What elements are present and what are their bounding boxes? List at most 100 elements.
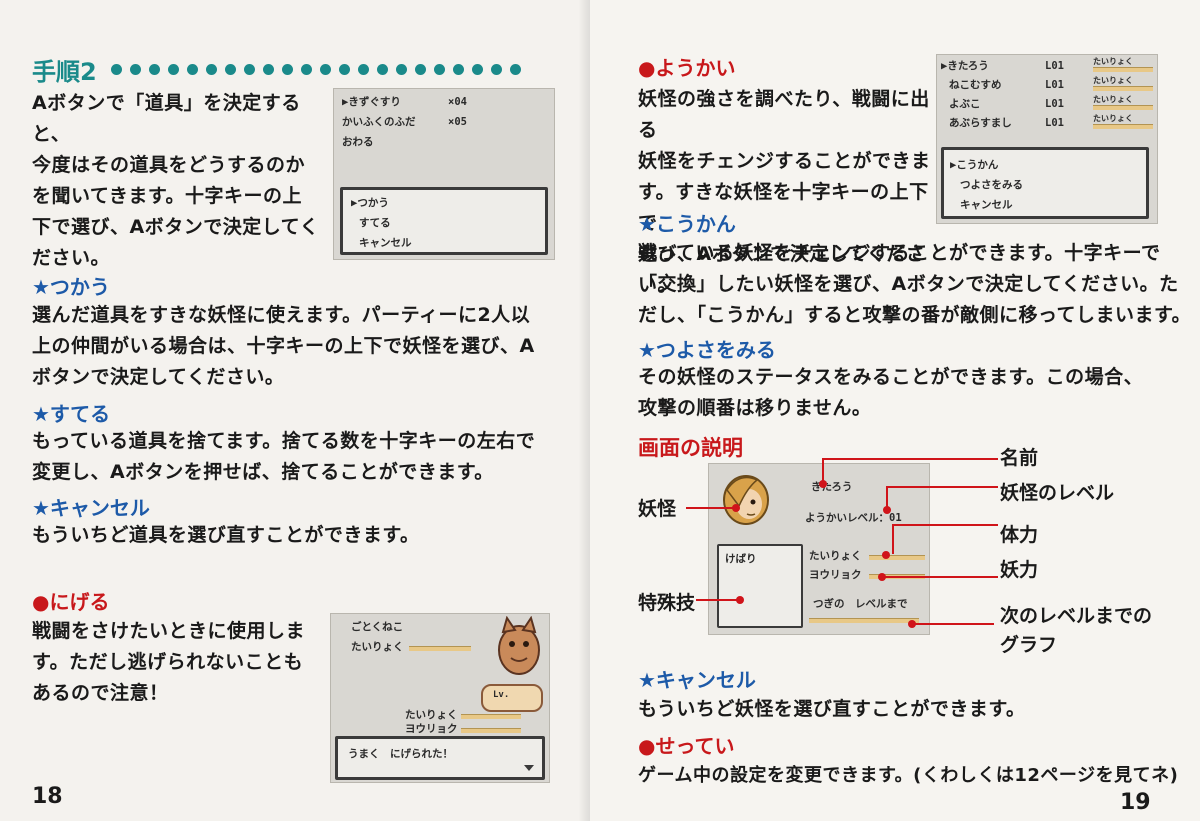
party-member-bar	[1093, 86, 1153, 91]
label-hp: 体力	[1000, 524, 1039, 546]
callout-hp-line	[892, 524, 998, 526]
status-level-text: ようかいレベル：01	[805, 512, 902, 524]
cancel2-text: もういちど妖怪を選び直すことができます。	[638, 694, 1026, 725]
player-hp-bar	[461, 714, 521, 719]
player-sp-label: ヨウリョク	[405, 723, 458, 735]
cancel-text: もういちど道具を選び直すことができます。	[32, 520, 420, 551]
callout-sp-dot	[878, 573, 886, 581]
enemy-hp-bar	[409, 646, 471, 651]
party-member-name: あぶらすまし	[949, 117, 1012, 129]
status-sp-label: ヨウリョク	[809, 569, 862, 581]
label-next-line2: グラフ	[1000, 634, 1058, 656]
party-action-menu: ▶こうかん つよさをみる キャンセル	[941, 147, 1149, 219]
text-line: 選んだ道具をすきな妖怪に使えます。パーティーに2人以	[32, 304, 531, 326]
text-line: あるので注意！	[32, 682, 169, 704]
party-member-stat: たいりょく	[1093, 57, 1133, 66]
callout-hp-dot	[882, 551, 890, 559]
callout-level-dot	[883, 506, 891, 514]
intro-line: 下で選び、Aボタンで決定してく	[32, 216, 320, 238]
callout-name-dot	[819, 480, 827, 488]
text-line: 上の仲間がいる場合は、十字キーの上下で妖怪を選び、A	[32, 335, 535, 357]
party-member-bar	[1093, 105, 1153, 110]
use-text: 選んだ道具をすきな妖怪に使えます。パーティーに2人以 上の仲間がいる場合は、十字…	[32, 300, 535, 393]
text-line: 妖怪をチェンジすることができま	[638, 150, 931, 172]
special-skill-box: けばり	[717, 544, 803, 628]
item-row: おわる	[342, 136, 374, 148]
item-action-menu: ▶つかう すてる キャンセル	[340, 187, 548, 255]
status-hp-label: たいりょく	[809, 550, 862, 562]
use-heading: ★つかう	[32, 275, 110, 299]
text-line: 変更し、Aボタンを押せば、捨てることができます。	[32, 461, 494, 483]
step-heading: 手順2	[32, 58, 97, 86]
callout-special-dot	[736, 596, 744, 604]
level-label: Lv.	[493, 690, 510, 700]
party-member-stat: たいりょく	[1093, 95, 1133, 104]
flee-heading: ●にげる	[32, 590, 110, 614]
label-level: 妖怪のレベル	[1000, 482, 1115, 504]
status-next-label: つぎの レベルまで	[813, 598, 908, 610]
left-page: 手順2 Aボタンで「道具」を決定すると、 今度はその道具をどうするのか を聞いて…	[0, 0, 590, 821]
callout-next-line	[912, 623, 994, 625]
intro-line: Aボタンで「道具」を決定すると、	[32, 92, 301, 145]
enemy-name: ごとくねこ	[351, 621, 404, 633]
enemy-hp-label: たいりょく	[351, 641, 404, 653]
settings-heading: ●せってい	[638, 734, 735, 758]
menu-item-cancel: キャンセル	[359, 237, 412, 249]
enemy-cat-sprite	[498, 616, 540, 675]
cancel2-heading: ★キャンセル	[638, 668, 756, 692]
item-screen: ▶きずぐすり ×04 かいふくのふだ ×05 おわる ▶つかう すてる キャンセ…	[333, 88, 555, 260]
text-line: ボタンで決定してください。	[32, 366, 285, 388]
party-member-name: よぶこ	[949, 98, 981, 110]
continue-arrow-icon	[524, 765, 534, 771]
intro-line: ださい。	[32, 247, 111, 269]
special-skill-name: けばり	[725, 553, 757, 565]
text-line: もういちど道具を選び直すことができます。	[32, 524, 420, 546]
stats-heading: ★つよさをみる	[638, 338, 776, 362]
text-line: その妖怪のステータスをみることができます。この場合、	[638, 366, 1144, 388]
menu-item-cancel: キャンセル	[960, 199, 1013, 211]
callout-yokai-line	[686, 507, 734, 509]
yokai-heading: ●ようかい	[638, 56, 736, 80]
text-line: す。ただし逃げられないことも	[32, 651, 304, 673]
battle-message-box: うまく にげられた！	[335, 736, 545, 780]
text-line: 戦っている妖怪をチェンジすることができます。十字キーで	[638, 242, 1161, 264]
party-member-stat: たいりょく	[1093, 114, 1133, 123]
yokai-text: 妖怪の強さを調べたり、戦闘に出る 妖怪をチェンジすることができま す。すきな妖怪…	[638, 84, 938, 301]
party-member-level: L01	[1045, 60, 1064, 72]
callout-hp-line	[892, 524, 894, 554]
party-member-level: L01	[1045, 79, 1064, 91]
text-line: 「交換」したい妖怪を選び、Aボタンで決定してください。た	[638, 273, 1179, 295]
discard-text: もっている道具を捨てます。捨てる数を十字キーの左右で 変更し、Aボタンを押せば、…	[32, 426, 535, 488]
intro-text: Aボタンで「道具」を決定すると、 今度はその道具をどうするのか を聞いてきます。…	[32, 88, 332, 274]
label-special: 特殊技	[638, 592, 696, 614]
cancel-heading: ★キャンセル	[32, 496, 150, 520]
callout-name-line	[822, 458, 824, 482]
player-hp-label: たいりょく	[405, 709, 458, 721]
text-line: だし、「こうかん」すると攻撃の番が敵側に移ってしまいます。	[638, 304, 1192, 326]
party-member-name: ▶きたろう	[941, 60, 989, 72]
party-member-level: L01	[1045, 117, 1064, 129]
status-char-name: きたろう	[811, 481, 853, 493]
party-member-bar	[1093, 124, 1153, 129]
callout-sp-line	[882, 576, 998, 578]
text-line: もういちど妖怪を選び直すことができます。	[638, 698, 1026, 720]
item-row: かいふくのふだ ×05	[342, 116, 467, 128]
callout-next-dot	[908, 620, 916, 628]
settings-text: ゲーム中の設定を変更できます。(くわしくは12ページを見てネ)	[638, 760, 1178, 791]
callout-yokai-dot	[732, 504, 740, 512]
menu-item-swap: ▶こうかん	[950, 159, 999, 171]
label-next-line1: 次のレベルまでの	[1000, 605, 1153, 627]
swap-heading: ★こうかん	[638, 212, 736, 236]
dot-divider	[110, 64, 521, 75]
item-row: ▶きずぐすり ×04	[342, 96, 467, 108]
intro-line: 今度はその道具をどうするのか	[32, 154, 306, 176]
page-number-left: 18	[32, 784, 63, 809]
intro-line: を聞いてきます。十字キーの上	[32, 185, 302, 207]
label-name: 名前	[1000, 447, 1039, 469]
status-hp-bar	[869, 555, 925, 560]
text-line: 戦闘をさけたいときに使用しま	[32, 620, 306, 642]
menu-item-use: ▶つかう	[351, 197, 389, 209]
discard-heading: ★すてる	[32, 402, 111, 426]
party-member-name: ねこむすめ	[949, 79, 1002, 91]
screen-desc-heading: 画面の説明	[638, 436, 743, 460]
